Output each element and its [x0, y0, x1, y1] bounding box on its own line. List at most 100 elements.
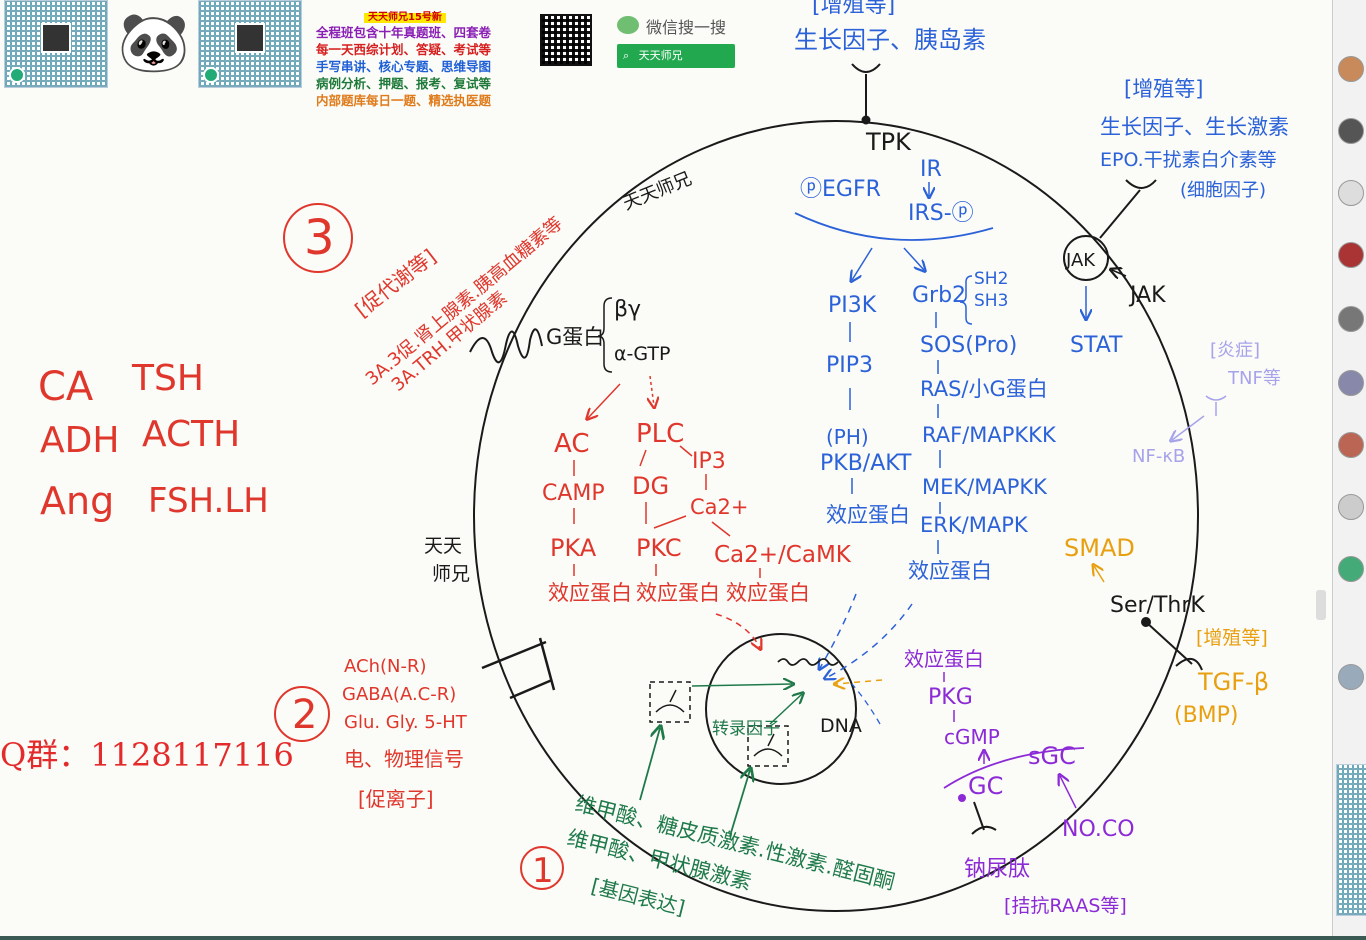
gc-sgc-curve — [943, 747, 1085, 789]
pkg-label: PKG — [928, 685, 973, 710]
nfkb-label: NF-κB — [1132, 446, 1185, 467]
tnf-receptor — [1205, 395, 1227, 416]
nuclear-effect: [基因表达] — [589, 874, 688, 920]
link-line — [639, 449, 647, 467]
hormone-adh: ADH — [40, 420, 119, 461]
jak-arrow — [1112, 270, 1127, 276]
ip3-label: IP3 — [692, 449, 726, 474]
participant-avatar[interactable] — [1338, 494, 1364, 520]
top-growth-factors: 生长因子、胰岛素 — [794, 26, 986, 54]
g-protein-brace — [597, 297, 613, 373]
hormone-fsh-lh: FSH.LH — [148, 481, 269, 521]
sh2-label: SH2 — [974, 269, 1008, 289]
right-factors-2: EPO.干扰素白介素等 — [1100, 149, 1277, 171]
arrow-to-pi3k — [852, 247, 873, 280]
tnf-to-nfkb-arrow — [1172, 415, 1205, 440]
participant-avatar[interactable] — [1338, 306, 1364, 332]
bmp-label: (BMP) — [1174, 703, 1239, 728]
cell-membrane — [473, 120, 1199, 912]
dna-label: DNA — [820, 715, 862, 737]
irs-label: IRS-ⓟ — [908, 201, 974, 226]
tgf-to-nucleus-arrow — [836, 680, 883, 684]
promo-text: 天天师兄15号新 全程班包含十年真题班、四套卷每一天西综计划、答疑、考试等手写串… — [316, 7, 491, 109]
wechat-search-text: 天天师兄 — [638, 49, 683, 62]
gc-dot — [958, 794, 966, 802]
tf2-to-dna-arrow — [769, 694, 802, 725]
mapk-effect-label: 效应蛋白 — [908, 559, 992, 583]
participant-avatar[interactable] — [1338, 242, 1364, 268]
alpha-gtp-label: α-GTP — [614, 343, 671, 365]
pka-label: PKA — [550, 534, 597, 562]
jak-circle — [1063, 235, 1109, 281]
wechat-title: 微信搜一搜 — [646, 18, 727, 37]
sos-label: SOS(Pro) — [920, 333, 1017, 358]
to-plc-arrow — [650, 375, 654, 406]
to-ac-arrow — [588, 383, 621, 418]
watermark-top: 天天师兄 — [620, 168, 695, 214]
nuclear-receptor-1 — [649, 681, 691, 723]
number-3-circle — [283, 203, 353, 273]
link-line — [653, 515, 687, 529]
promo-highlight: 天天师兄15号新 — [364, 13, 446, 23]
camk-label: Ca2+/CaMK — [714, 542, 852, 568]
camk-effect-label: 效应蛋白 — [726, 581, 810, 605]
jak-label: JAK — [1065, 250, 1096, 271]
nucleus — [705, 633, 857, 785]
inflam-tag: [炎症] — [1210, 340, 1260, 361]
link-line — [711, 521, 731, 537]
egfr-ir-curve — [794, 212, 994, 241]
number-2-circle — [274, 686, 330, 742]
ligand1-arrow — [639, 728, 660, 801]
cytokine-receptor — [1099, 179, 1157, 239]
pkc-effect-label: 效应蛋白 — [636, 581, 720, 605]
dg-label: DG — [632, 472, 669, 500]
participant-avatar[interactable] — [1338, 432, 1364, 458]
hormone-ca: CA — [38, 364, 94, 410]
participant-avatar[interactable] — [1338, 180, 1364, 206]
number-2: 2 — [292, 692, 317, 738]
pkg-effect-label: 效应蛋白 — [904, 647, 984, 671]
gpcr-ligands-1: 3A.3促.肾上腺素.胰高血糖素等 — [362, 213, 567, 390]
sh3-label: SH3 — [974, 291, 1008, 311]
panda-logo-icon: 🐼 — [117, 8, 191, 76]
participant-avatar[interactable] — [1338, 556, 1364, 582]
tgf-tag: [增殖等] — [1196, 627, 1268, 649]
tgf-label: TGF-β — [1197, 668, 1269, 696]
ion-channel-icon — [481, 637, 556, 700]
participant-avatar[interactable] — [1338, 56, 1364, 82]
jak2-label: JAK — [1128, 283, 1166, 308]
no-to-sgc-arrow — [1060, 776, 1077, 809]
gpcr-7tm-icon — [469, 328, 543, 364]
sgc-label: sGC — [1028, 742, 1076, 770]
canvas-scrollbar[interactable] — [1316, 590, 1326, 620]
serthrk-to-smad-arrow — [1094, 566, 1105, 583]
tpk-label: TPK — [865, 128, 912, 156]
grb2-brace — [959, 275, 973, 325]
number-1: 1 — [532, 851, 554, 891]
grb2-label: Grb2 — [912, 283, 966, 308]
right-growth-tag: [增殖等] — [1124, 77, 1203, 101]
raf-label: RAF/MAPKKK — [922, 423, 1057, 447]
dna-strand — [777, 658, 839, 666]
arrow-to-grb2 — [903, 247, 924, 270]
tgf-receptor — [1141, 617, 1203, 671]
g-protein-label: G蛋白 — [546, 325, 604, 349]
right-factors-3: (细胞因子) — [1180, 180, 1266, 201]
participant-avatar[interactable] — [1338, 118, 1364, 144]
pkc-label: PKC — [636, 534, 682, 562]
participant-avatar[interactable] — [1338, 664, 1364, 690]
qr-code-wechat — [540, 14, 592, 66]
number-1-circle — [520, 846, 564, 890]
wechat-search-box[interactable]: ⌕ 天天师兄 — [617, 44, 735, 68]
watermark-left: 天天 — [424, 535, 462, 557]
cgmp-label: cGMP — [944, 725, 1000, 749]
natriuretic-label: 钠尿肽 — [964, 857, 1030, 882]
participant-avatar[interactable] — [1338, 370, 1364, 396]
promo-line: 每一天西综计划、答疑、考试等 — [316, 42, 492, 57]
profile-photo — [41, 23, 71, 53]
pi3k-to-nucleus-arrow — [820, 593, 857, 668]
wechat-search-icon — [617, 16, 639, 34]
mapk-to-nucleus-arrow — [826, 603, 913, 678]
plc-label: PLC — [636, 419, 684, 449]
cgmp-to-nucleus-arrow — [851, 683, 881, 725]
